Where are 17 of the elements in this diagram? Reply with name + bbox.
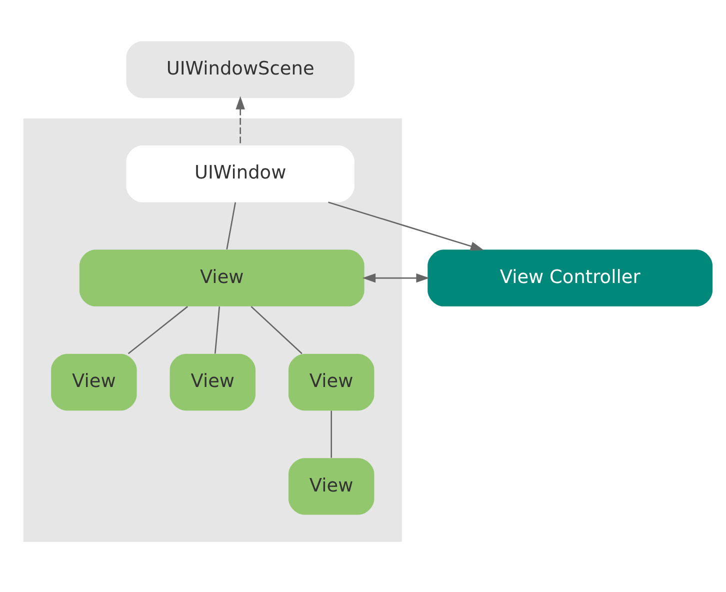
connector	[250, 306, 302, 354]
node-box: View	[288, 458, 374, 514]
arrow	[328, 201, 484, 250]
node-box: View Controller	[428, 249, 713, 306]
connector	[214, 306, 220, 354]
connector	[128, 306, 188, 354]
node-box: View	[51, 353, 137, 410]
node-box: UIWindow	[126, 144, 354, 202]
arrow	[236, 96, 245, 145]
connector	[330, 410, 332, 458]
arrow	[362, 272, 430, 282]
node-box: View	[170, 353, 256, 410]
node-box: UIWindowScene	[126, 40, 354, 98]
node-box: View	[79, 249, 364, 306]
cluster	[23, 118, 402, 542]
connector	[226, 202, 236, 250]
node-box: View	[288, 353, 374, 410]
